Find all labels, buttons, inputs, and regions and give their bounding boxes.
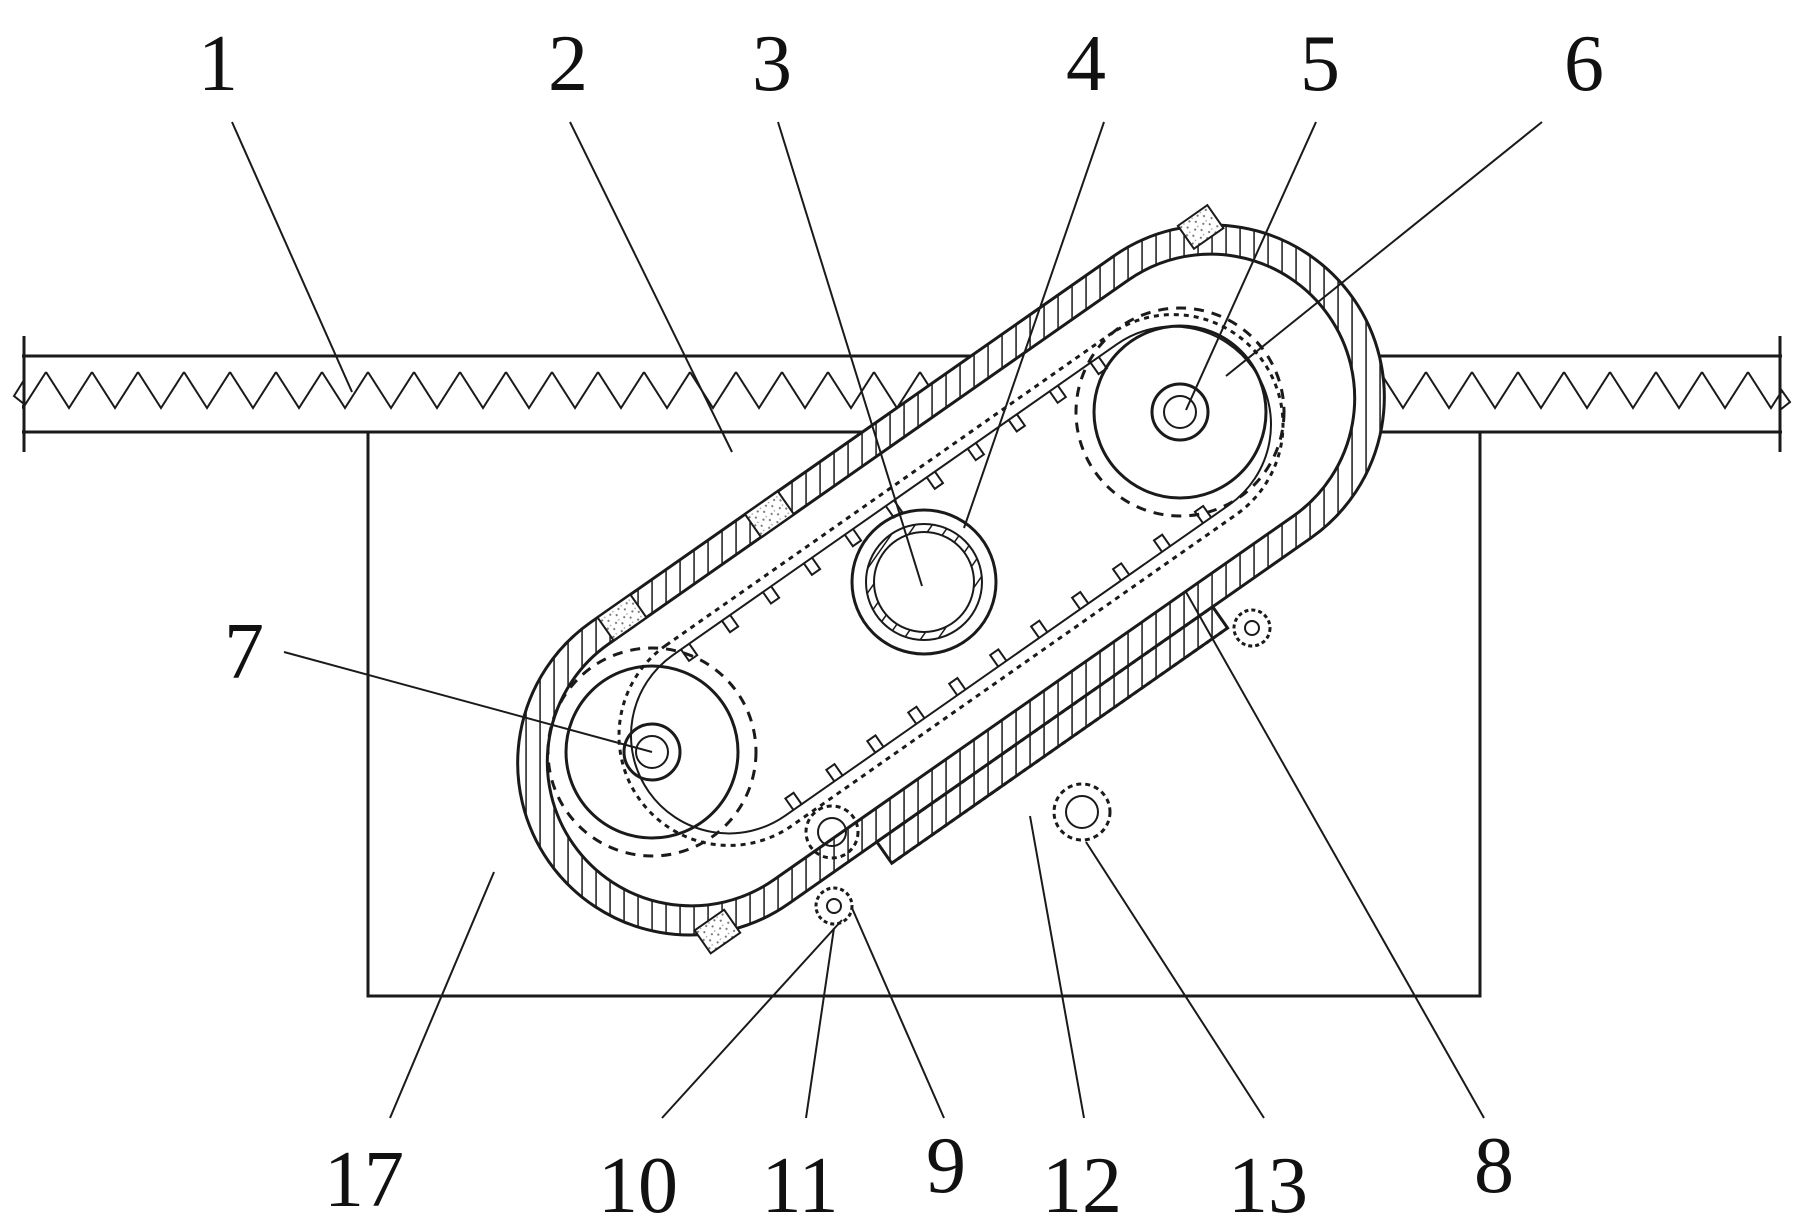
label-2: 2: [548, 20, 588, 108]
label-17: 17: [324, 1136, 404, 1224]
label-1: 1: [198, 20, 238, 108]
label-6: 6: [1564, 20, 1604, 108]
label-8: 8: [1474, 1122, 1514, 1210]
leader-lines: [231, 121, 1543, 1119]
label-11: 11: [761, 1142, 838, 1225]
label-9: 9: [926, 1122, 966, 1210]
label-7: 7: [224, 608, 264, 696]
label-12: 12: [1042, 1142, 1122, 1225]
rack-bar: [874, 604, 1230, 866]
gear-left: [546, 646, 758, 858]
label-10: 10: [598, 1142, 678, 1225]
gear-right: [1074, 306, 1286, 518]
label-13: 13: [1228, 1142, 1308, 1225]
label-3: 3: [752, 20, 792, 108]
label-4: 4: [1066, 20, 1106, 108]
labels: 1 2 3 4 5 6 7 8 9 10 11 12 13 17: [198, 20, 1604, 1225]
center-shaft: [850, 508, 998, 656]
speckle-blocks: [596, 203, 1225, 955]
pit-box: [366, 432, 1482, 998]
small-gears: [804, 608, 1272, 926]
label-5: 5: [1300, 20, 1340, 108]
inner-chain: [617, 313, 1285, 847]
chain-teeth: [680, 356, 1212, 811]
